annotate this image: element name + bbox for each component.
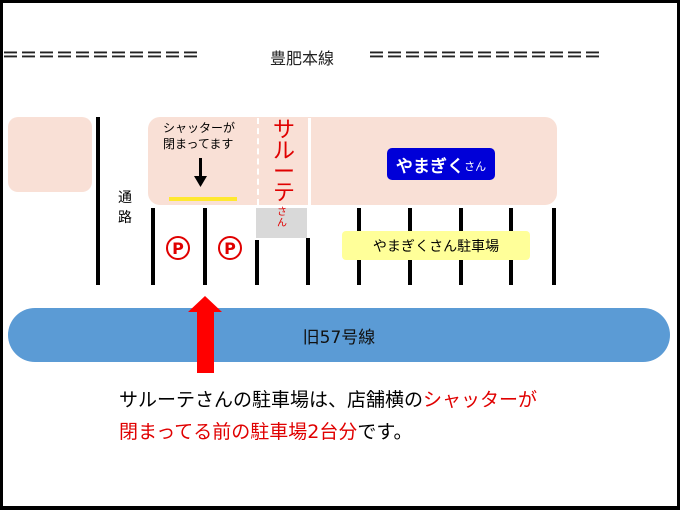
caption-highlight: 閉まってる前の駐車場2台分 <box>119 421 358 443</box>
railway-track-left: ＝＝＝＝＝＝＝＝＝＝＝ <box>2 46 200 66</box>
passage-label: 通路 <box>118 190 132 226</box>
caption-line2: 閉まってる前の駐車場2台分です。 <box>119 418 413 446</box>
caption-line1: サルーテさんの駐車場は、店舗横のシャッターが <box>119 386 537 414</box>
yamagiku-suffix: さん <box>464 160 487 173</box>
shutter-note-line2: 閉まってます <box>163 137 234 151</box>
arrow-up-icon <box>188 296 222 373</box>
parking-line <box>151 208 155 285</box>
parking-icon: P <box>218 236 242 260</box>
passage-line <box>96 117 100 285</box>
caption-text: サルーテさんの駐車場は、店舗横の <box>119 389 424 411</box>
caption-highlight: シャッターが <box>423 389 538 411</box>
salute-suffix: さん <box>277 207 287 229</box>
store-divider-dashed <box>257 118 259 205</box>
yamagiku-badge: やまぎくさん <box>387 148 495 180</box>
caption-text: です。 <box>357 421 413 443</box>
left-building <box>8 117 92 192</box>
railway-label: 豊肥本線 <box>270 49 335 68</box>
yamagiku-parking-label: やまぎくさん駐車場 <box>342 231 530 260</box>
parking-line <box>306 238 310 285</box>
salute-entrance <box>256 208 307 238</box>
parking-line <box>203 208 207 285</box>
parking-icon: P <box>166 236 190 260</box>
road-old-57: 旧57号線 <box>8 308 670 362</box>
store-divider <box>308 118 311 205</box>
parking-line <box>255 240 259 285</box>
parking-line <box>552 208 556 285</box>
shutter-marker <box>169 197 237 201</box>
railway-track-right: ＝＝＝＝＝＝＝＝＝＝＝＝＝ <box>368 46 602 66</box>
shutter-note-line1: シャッターが <box>163 121 236 135</box>
road-label: 旧57号線 <box>302 327 376 348</box>
yamagiku-name: やまぎく <box>395 156 465 177</box>
salute-name: サルーテ <box>272 118 295 206</box>
arrow-down-icon <box>194 158 207 187</box>
